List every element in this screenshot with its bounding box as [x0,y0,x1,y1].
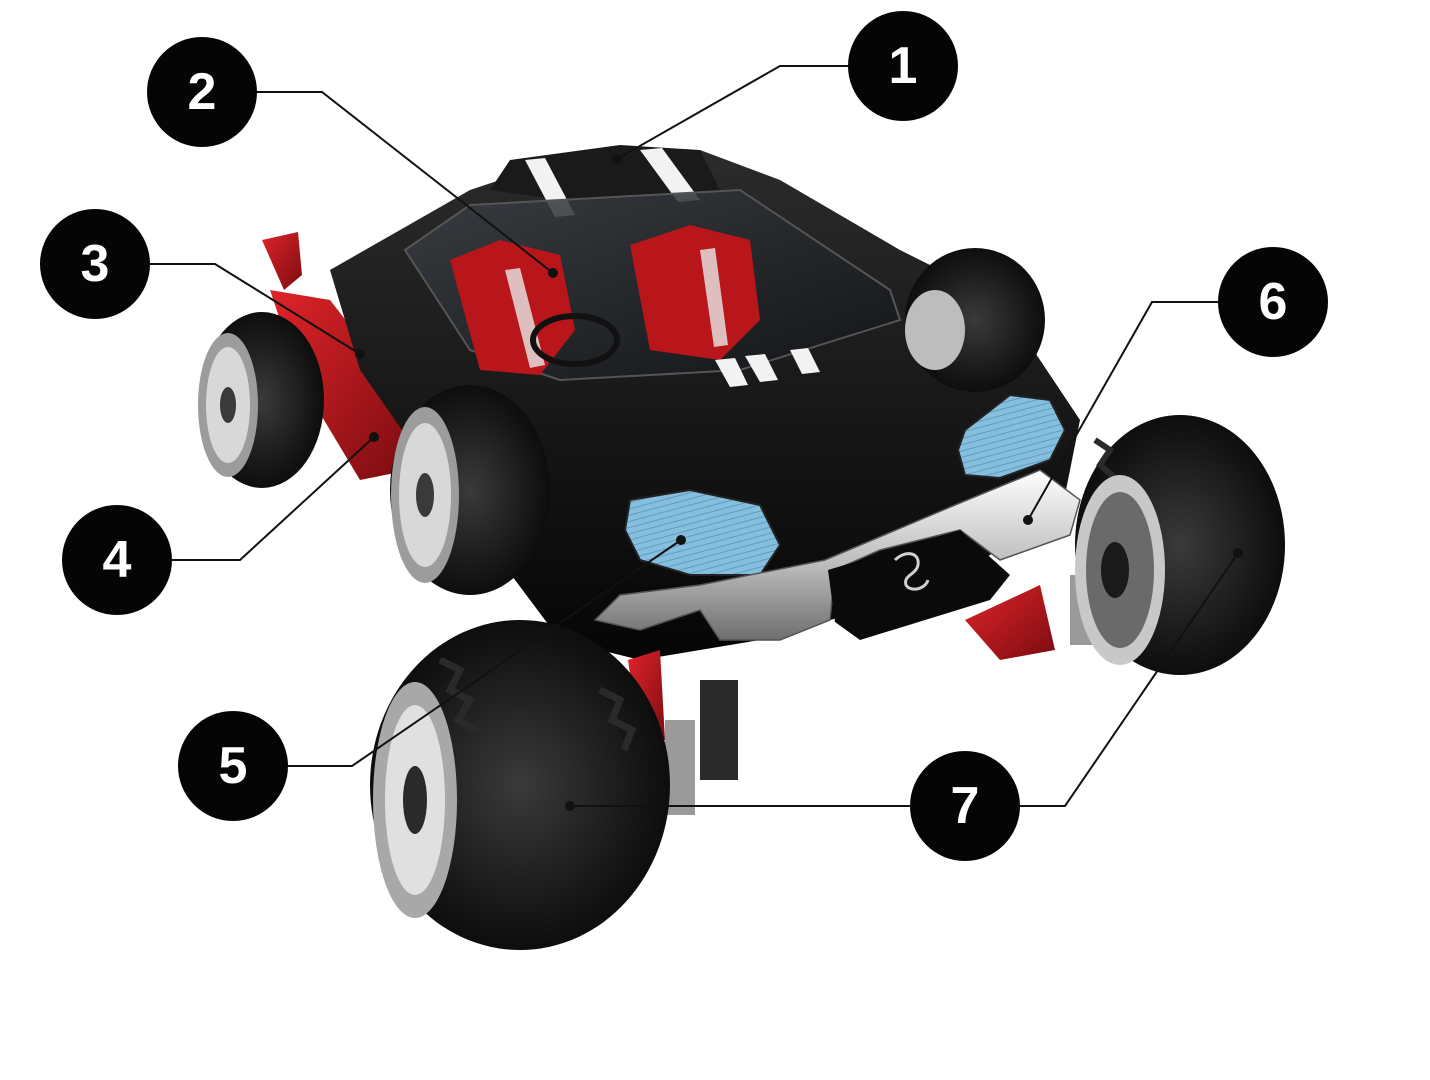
hood-stripe-3 [790,348,820,374]
red-underbody-right [965,585,1055,660]
callout-circle [1218,247,1328,357]
leader-line-4 [172,436,375,561]
callout-circle [910,751,1020,861]
callout-6: 6 [1218,247,1328,357]
front-right-wheel [1075,415,1285,675]
callout-number: 4 [103,531,132,589]
callout-number: 1 [889,37,918,95]
hood-stripe-2 [745,354,778,382]
front-right-wheel-top [905,248,1045,392]
leader-dot-6 [1023,515,1033,525]
callout-circle [62,505,172,615]
callout-circle [40,209,150,319]
callout-circle [848,11,958,121]
vehicle-illustration [198,145,1285,950]
front-left-wheel [370,620,670,950]
leader-dot-7a [565,801,575,811]
leader-line-3 [150,263,361,355]
leader-line-1 [616,65,850,160]
callout-5: 5 [178,711,288,821]
leader-dot-5 [676,535,686,545]
leader-line-2 [255,91,554,274]
leader-line-6 [1027,301,1218,521]
callout-circle [178,711,288,821]
callout-number: 5 [219,737,248,795]
middle-left-wheel [390,385,550,595]
callout-number: 6 [1259,273,1288,331]
callout-circle [147,37,257,147]
leader-dot-7b [1233,548,1243,558]
right-seat [630,225,760,360]
front-bumper-silver [593,469,1081,641]
right-seat-belt [700,248,728,347]
leader-line-7b [1020,552,1239,807]
front-strut-left [665,720,695,815]
callout-number: 3 [81,235,110,293]
callout-number: 2 [188,63,217,121]
headlight-right [956,393,1067,480]
leader-dot-2 [548,268,558,278]
leader-dot-1 [612,154,622,164]
callout-7: 7 [910,751,1020,861]
license-plate [828,530,1010,640]
red-rear-fin [262,232,302,290]
leader-lines [150,65,1243,811]
callout-2: 2 [147,37,257,147]
callout-4: 4 [62,505,172,615]
steering-wheel [530,313,620,367]
front-strut-left-box [700,680,738,780]
roof-stripe-right [640,148,700,202]
callout-3: 3 [40,209,150,319]
rear-left-wheel [198,312,324,488]
hood-stripe-1 [715,358,748,387]
left-seat [450,240,575,375]
leader-line-5 [288,539,682,767]
callout-1: 1 [848,11,958,121]
brand-logo [893,552,930,591]
leader-dot-3 [355,349,365,359]
callout-number: 7 [951,777,980,835]
leader-dot-4 [369,432,379,442]
